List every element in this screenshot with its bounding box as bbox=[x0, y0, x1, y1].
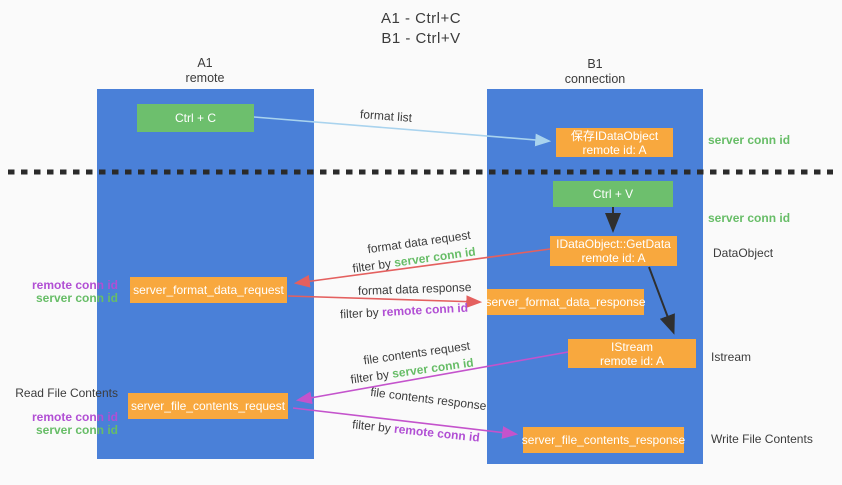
istream-side-label: Istream bbox=[711, 350, 752, 364]
server-format-data-response-label: server_format_data_response bbox=[485, 295, 646, 309]
filter-by-text: filter by bbox=[349, 367, 390, 387]
lifeline-header-a1: A1 remote bbox=[145, 56, 265, 86]
file-contents-response-label: file contents response bbox=[369, 384, 488, 414]
filter-by-text: filter by bbox=[339, 305, 380, 322]
format-data-response-label: format data response bbox=[357, 280, 472, 298]
diagram-title: A1 - Ctrl+C B1 - Ctrl+V bbox=[0, 9, 842, 49]
lifeline-a1-sub: remote bbox=[185, 71, 225, 85]
server-format-data-response-node: server_format_data_response bbox=[485, 289, 646, 315]
istream-node: IStream remote id: A bbox=[568, 339, 696, 368]
filter-by-text: filter by bbox=[351, 256, 392, 276]
lifeline-b1-sub: connection bbox=[564, 72, 626, 86]
title-line-b1: B1 - Ctrl+V bbox=[381, 30, 461, 47]
server-conn-id-top-label: server conn id bbox=[708, 133, 791, 147]
write-file-contents-label: Write File Contents bbox=[711, 432, 813, 446]
save-dataobject-line2: remote id: A bbox=[582, 142, 647, 157]
server-format-data-request-node: server_format_data_request bbox=[130, 277, 287, 303]
left-file-conn-ids: remote conn id server conn id bbox=[0, 411, 118, 437]
lifeline-a1-name: A1 bbox=[197, 56, 213, 70]
remote-conn-id-text: remote conn id bbox=[393, 421, 481, 445]
istream-line1: IStream bbox=[610, 339, 653, 354]
getdata-node: IDataObject::GetData remote id: A bbox=[550, 236, 677, 266]
getdata-line1: IDataObject::GetData bbox=[556, 237, 671, 251]
title-line-a1: A1 - Ctrl+C bbox=[380, 10, 462, 27]
server-file-contents-response-node: server_file_contents_response bbox=[521, 427, 686, 453]
lifeline-header-b1: B1 connection bbox=[535, 57, 655, 87]
read-file-contents-label: Read File Contents bbox=[15, 386, 118, 400]
server-file-contents-response-label: server_file_contents_response bbox=[521, 433, 686, 447]
save-dataobject-node: 保存IDataObject remote id: A bbox=[556, 128, 673, 157]
server-file-contents-request-label: server_file_contents_request bbox=[130, 399, 286, 413]
server-conn-id-mid-label: server conn id bbox=[708, 211, 791, 225]
ctrl-c-label: Ctrl + C bbox=[174, 111, 216, 125]
server-conn-id-label: server conn id bbox=[35, 291, 118, 305]
server-conn-id-label: server conn id bbox=[35, 423, 118, 437]
ctrl-v-label: Ctrl + V bbox=[592, 187, 634, 201]
getdata-line2: remote id: A bbox=[581, 251, 646, 265]
server-file-contents-request-node: server_file_contents_request bbox=[128, 393, 288, 419]
remote-conn-id-label: remote conn id bbox=[31, 278, 118, 292]
left-format-conn-ids: remote conn id server conn id bbox=[0, 279, 118, 305]
format-list-label: format list bbox=[359, 107, 413, 125]
format-data-response-filter-label: filter by remote conn id bbox=[340, 301, 469, 322]
dataobject-label: DataObject bbox=[713, 246, 774, 260]
filter-by-text: filter by bbox=[351, 417, 392, 436]
server-format-data-request-label: server_format_data_request bbox=[133, 283, 284, 297]
istream-line2: remote id: A bbox=[599, 353, 665, 368]
ctrl-v-node: Ctrl + V bbox=[553, 181, 673, 207]
save-dataobject-line1: 保存IDataObject bbox=[570, 128, 659, 143]
remote-conn-id-text: remote conn id bbox=[381, 300, 469, 320]
ctrl-c-node: Ctrl + C bbox=[137, 104, 254, 132]
remote-conn-id-label: remote conn id bbox=[31, 410, 118, 424]
lifeline-b1-name: B1 bbox=[587, 57, 603, 71]
file-contents-response-filter-label: filter by remote conn id bbox=[352, 417, 481, 444]
